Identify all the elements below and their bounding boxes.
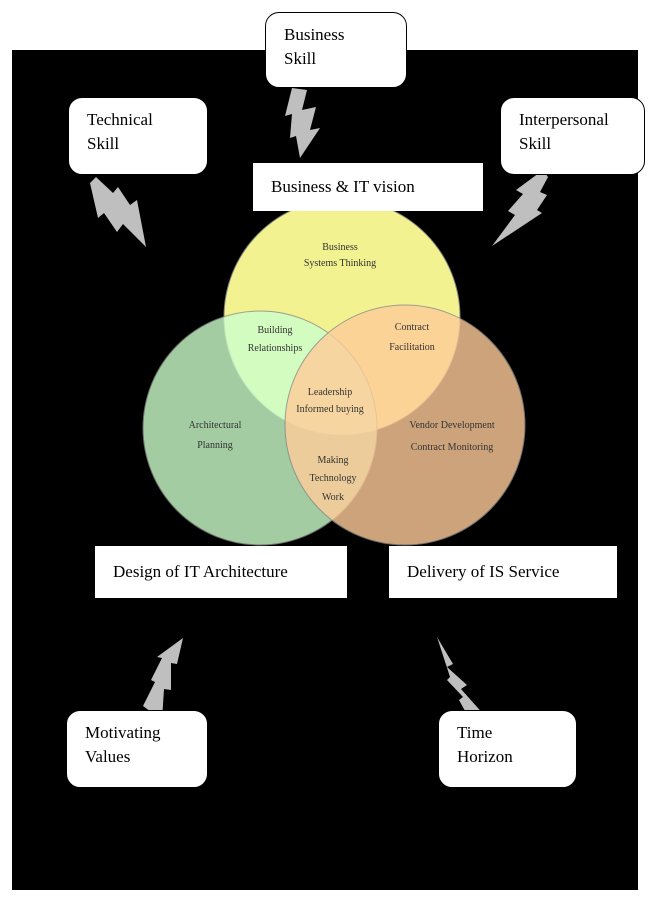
motivating-values-bolt bbox=[143, 638, 183, 720]
delivery-is-service-label: Delivery of IS Service bbox=[407, 562, 560, 581]
interpersonal-skill-line-1: Interpersonal bbox=[519, 110, 609, 129]
technical-skill-line-1: Technical bbox=[87, 110, 153, 129]
technical-skill-line-2: Skill bbox=[87, 134, 120, 153]
business-skill-bolt bbox=[285, 88, 320, 158]
delivery-service-circle bbox=[284, 304, 526, 546]
business-skill-box: Business Skill bbox=[265, 12, 407, 88]
interpersonal-skill-line-2: Skill bbox=[519, 134, 552, 153]
time-horizon-bolt bbox=[437, 637, 485, 720]
motivating-values-line-2: Values bbox=[85, 747, 131, 766]
technical-skill-box: Technical Skill bbox=[68, 97, 208, 175]
business-skill-line-1: Business bbox=[284, 25, 345, 44]
design-it-architecture-label: Design of IT Architecture bbox=[113, 562, 288, 581]
motivating-values-box: Motivating Values bbox=[66, 710, 208, 788]
lightning-bolts bbox=[90, 88, 548, 720]
design-it-architecture-box: Design of IT Architecture bbox=[95, 546, 347, 598]
technical-skill-bolt bbox=[90, 177, 146, 247]
time-horizon-line-2: Horizon bbox=[457, 747, 513, 766]
time-horizon-box: Time Horizon bbox=[438, 710, 577, 788]
delivery-is-service-box: Delivery of IS Service bbox=[389, 546, 617, 598]
business-it-vision-label: Business & IT vision bbox=[271, 177, 415, 196]
business-skill-line-2: Skill bbox=[284, 49, 317, 68]
business-it-vision-box: Business & IT vision bbox=[253, 163, 483, 211]
time-horizon-line-1: Time bbox=[457, 723, 493, 742]
interpersonal-skill-box: Interpersonal Skill bbox=[500, 97, 645, 175]
interpersonal-skill-bolt bbox=[492, 170, 548, 246]
motivating-values-line-1: Motivating bbox=[85, 723, 161, 742]
